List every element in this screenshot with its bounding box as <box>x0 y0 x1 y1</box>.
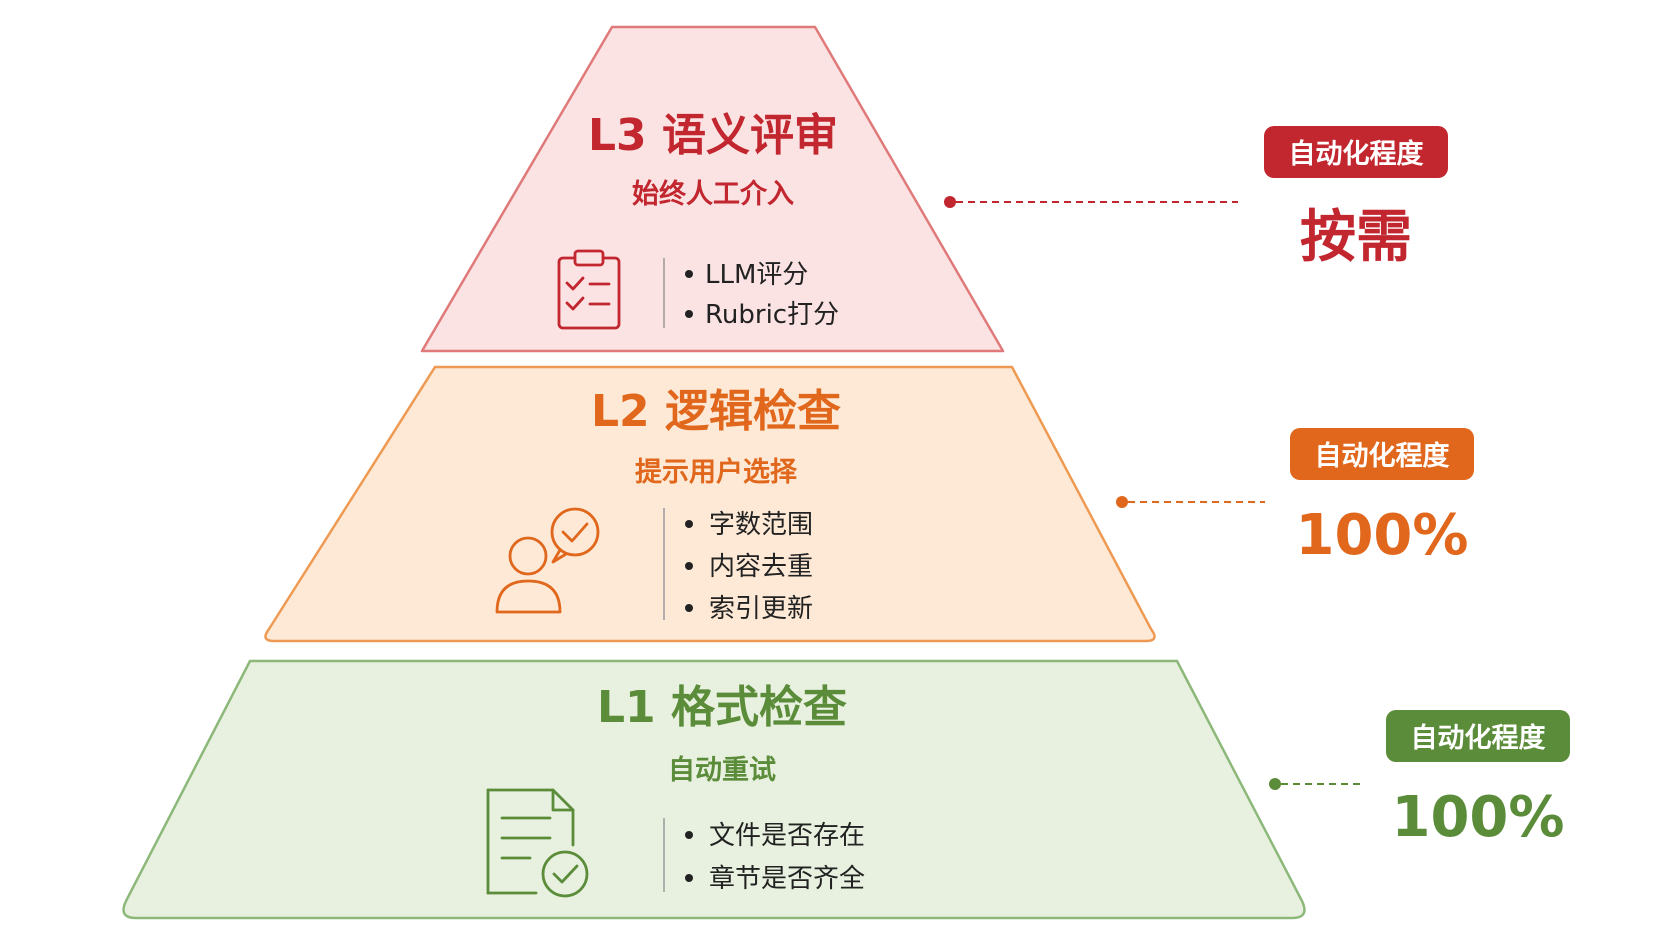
automation-callout-l3: 自动化程度 按需 <box>944 126 1448 270</box>
level-l3-title: L3 语义评审 <box>588 110 838 161</box>
level-l1-list: 文件是否存在 章节是否齐全 <box>685 821 865 894</box>
list-item: 章节是否齐全 <box>709 864 865 894</box>
automation-label-text: 自动化程度 <box>1289 138 1424 170</box>
list-item: LLM评分 <box>705 260 808 290</box>
automation-value: 按需 <box>1300 205 1412 270</box>
level-l3-list: LLM评分 Rubric打分 <box>685 260 839 330</box>
list-bullet <box>685 874 693 882</box>
automation-label-badge <box>1386 710 1570 762</box>
list-bullet <box>685 520 693 528</box>
automation-label-text: 自动化程度 <box>1315 440 1450 472</box>
user-chat-check-icon <box>495 507 600 614</box>
list-item: 索引更新 <box>709 594 813 624</box>
list-item: Rubric打分 <box>705 300 839 330</box>
list-item: 内容去重 <box>709 552 813 582</box>
automation-callout-l2: 自动化程度 100% <box>1116 428 1474 568</box>
level-l1: L1 格式检查 自动重试 文件是否存在 章节是否齐全 <box>122 659 1306 920</box>
list-bullet <box>685 270 693 278</box>
connector-dot <box>944 196 956 208</box>
automation-value: 100% <box>1391 785 1564 850</box>
automation-label-badge <box>1264 126 1448 178</box>
automation-label-text: 自动化程度 <box>1411 722 1546 754</box>
list-item: 文件是否存在 <box>709 821 865 851</box>
list-item: 字数范围 <box>709 510 813 540</box>
level-l3-subtitle: 始终人工介入 <box>632 178 794 210</box>
level-l1-subtitle: 自动重试 <box>668 754 776 786</box>
level-l3-shape <box>420 25 1005 353</box>
automation-callout-l1: 自动化程度 100% <box>1269 710 1570 850</box>
list-bullet <box>685 562 693 570</box>
automation-value: 100% <box>1295 503 1468 568</box>
level-l1-shape <box>122 659 1306 920</box>
level-l2-shape <box>264 365 1156 643</box>
clipboard-checklist-icon <box>557 249 621 330</box>
level-l2-title: L2 逻辑检查 <box>591 386 841 437</box>
level-l3: L3 语义评审 始终人工介入 LLM评分 Rubric打分 <box>420 25 1005 353</box>
connector-dot <box>1269 778 1281 790</box>
automation-label-badge <box>1290 428 1474 480</box>
level-l1-title: L1 格式检查 <box>597 682 847 733</box>
list-bullet <box>685 604 693 612</box>
connector-dot <box>1116 496 1128 508</box>
list-bullet <box>685 310 693 318</box>
level-l2-list: 字数范围 内容去重 索引更新 <box>685 510 813 624</box>
list-bullet <box>685 831 693 839</box>
level-l2-subtitle: 提示用户选择 <box>635 456 798 488</box>
level-l2: L2 逻辑检查 提示用户选择 字数范围 内容去重 索引更新 <box>264 365 1156 643</box>
document-check-icon <box>486 788 589 898</box>
